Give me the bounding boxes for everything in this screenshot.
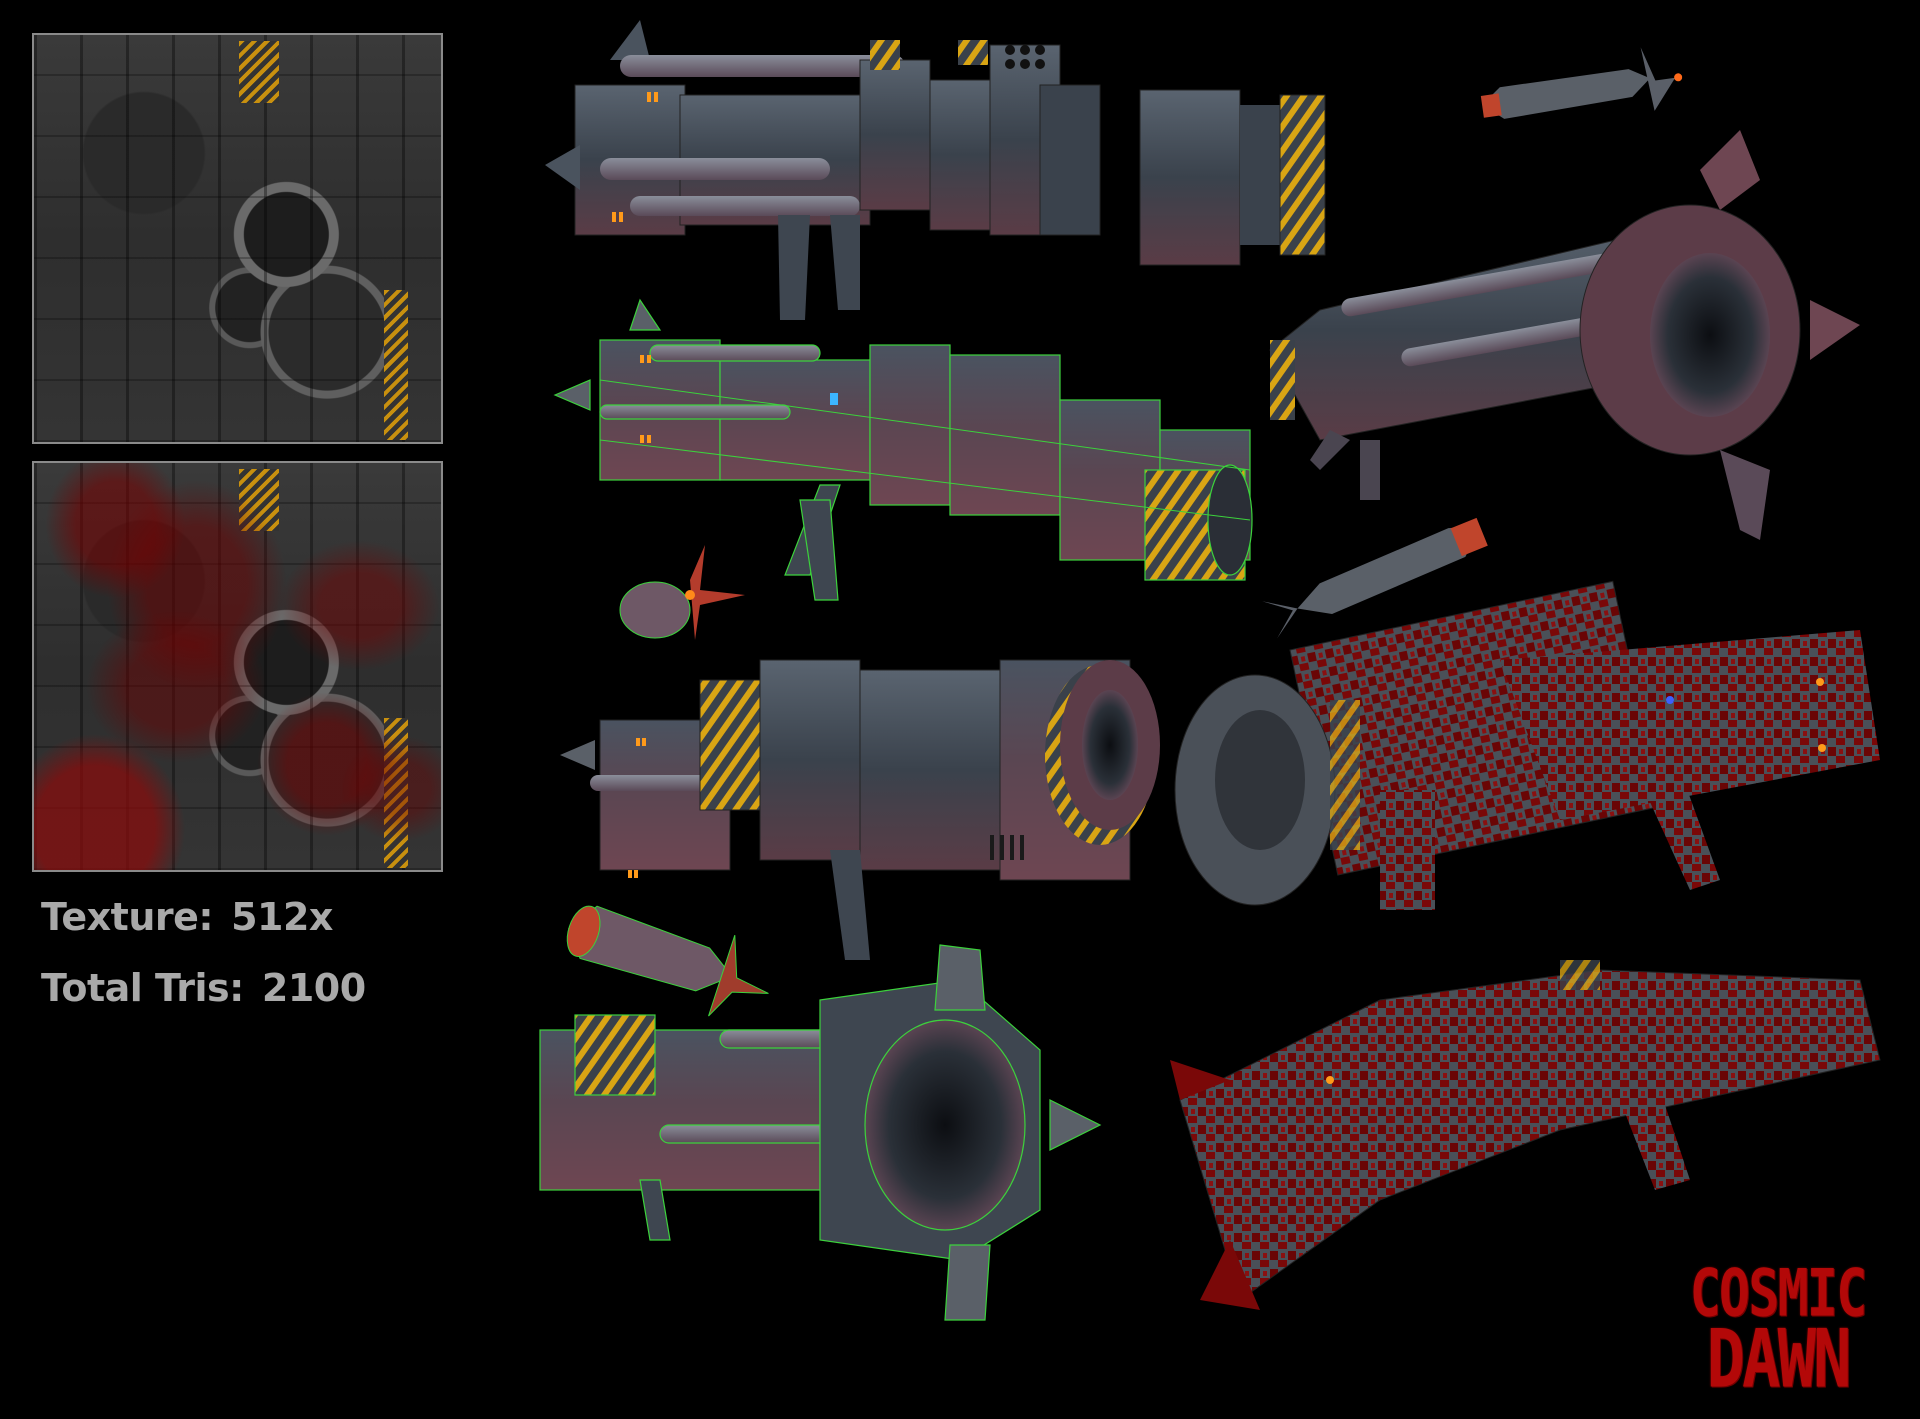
- blood-overlay: [34, 463, 441, 870]
- texture-sheet-bloody: [32, 461, 443, 872]
- tris-value: 2100: [261, 966, 366, 1010]
- rocket-small-wireframe: [619, 545, 745, 640]
- launcher-side-view: [545, 20, 1326, 320]
- launcher-bloody-front: [1174, 580, 1880, 910]
- tris-label: Total Tris:: [41, 966, 244, 1010]
- texture-label: Texture:: [41, 895, 214, 939]
- logo-line-2: DAWN: [1706, 1313, 1851, 1407]
- rocket-projectile-top-right: [1480, 47, 1683, 119]
- tris-stat: Total Tris: 2100: [41, 966, 366, 1010]
- texture-value: 512x: [231, 895, 333, 939]
- logo-line-1: COSMIC: [1689, 1256, 1868, 1332]
- launcher-bloody-rear: [1170, 960, 1881, 1310]
- rocket-projectile-mid-right: [1262, 517, 1488, 639]
- hazard-stripe: [384, 290, 408, 440]
- texture-stat: Texture: 512x: [41, 895, 333, 939]
- launcher-wireframe-side: [553, 298, 1253, 601]
- launcher-rear-three-quarter: [560, 659, 1160, 960]
- texture-sheet-clean: [32, 33, 443, 444]
- rocket-wireframe-left: [566, 905, 769, 1017]
- launcher-front-three-quarter: [1269, 130, 1860, 540]
- hazard-stripe: [239, 41, 279, 103]
- launcher-wireframe-front: [539, 944, 1102, 1321]
- cosmic-dawn-logo: COSMIC DAWN: [1655, 1262, 1900, 1401]
